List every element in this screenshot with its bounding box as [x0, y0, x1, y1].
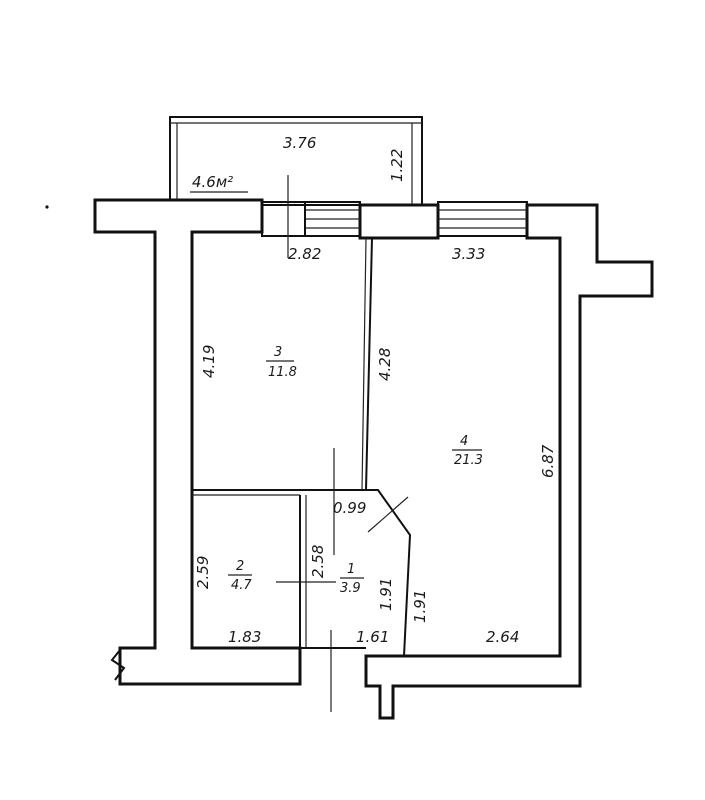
- room-1-number: 1: [347, 562, 355, 577]
- dim-hall-bottom: 1.61: [356, 628, 389, 646]
- room-3-area: 11.8: [268, 365, 297, 380]
- dim-room4-left-lower: 1.91: [411, 590, 429, 623]
- dim-room4-bottom: 2.64: [486, 628, 519, 646]
- dim-room4-top: 3.33: [452, 245, 485, 263]
- balcony-area-label: 4.6м²: [192, 173, 233, 191]
- balcony: [169, 116, 423, 206]
- dim-hall-right: 1.91: [377, 578, 395, 611]
- window-left: [261, 201, 361, 237]
- room-4-number: 4: [460, 434, 468, 449]
- room-1-label: 1 3.9: [340, 562, 364, 596]
- room-2-label: 2 4.7: [228, 559, 252, 593]
- dim-room4-right: 6.87: [539, 444, 557, 478]
- dim-room3-right: 4.28: [376, 348, 394, 381]
- room-3-number: 3: [274, 345, 282, 360]
- stray-dot: [45, 205, 49, 209]
- interior-walls: [192, 175, 560, 712]
- dim-room3-top: 2.82: [288, 245, 321, 263]
- room-4-area: 21.3: [454, 453, 483, 468]
- balcony-width-label: 3.76: [283, 134, 316, 152]
- room-3-label: 3 11.8: [266, 345, 297, 380]
- room-1-area: 3.9: [340, 581, 361, 596]
- dim-hall-left: 2.58: [309, 545, 327, 578]
- dim-room3-left: 4.19: [200, 345, 218, 378]
- room-2-number: 2: [236, 559, 244, 574]
- dim-room2-left: 2.59: [194, 556, 212, 589]
- dim-room2-bottom: 1.83: [228, 628, 261, 646]
- window-right: [437, 201, 528, 237]
- room-2-area: 4.7: [231, 578, 252, 593]
- room-4-label: 4 21.3: [452, 434, 483, 468]
- balcony-depth-label: 1.22: [388, 149, 406, 182]
- dim-diagonal: 0.99: [333, 499, 366, 517]
